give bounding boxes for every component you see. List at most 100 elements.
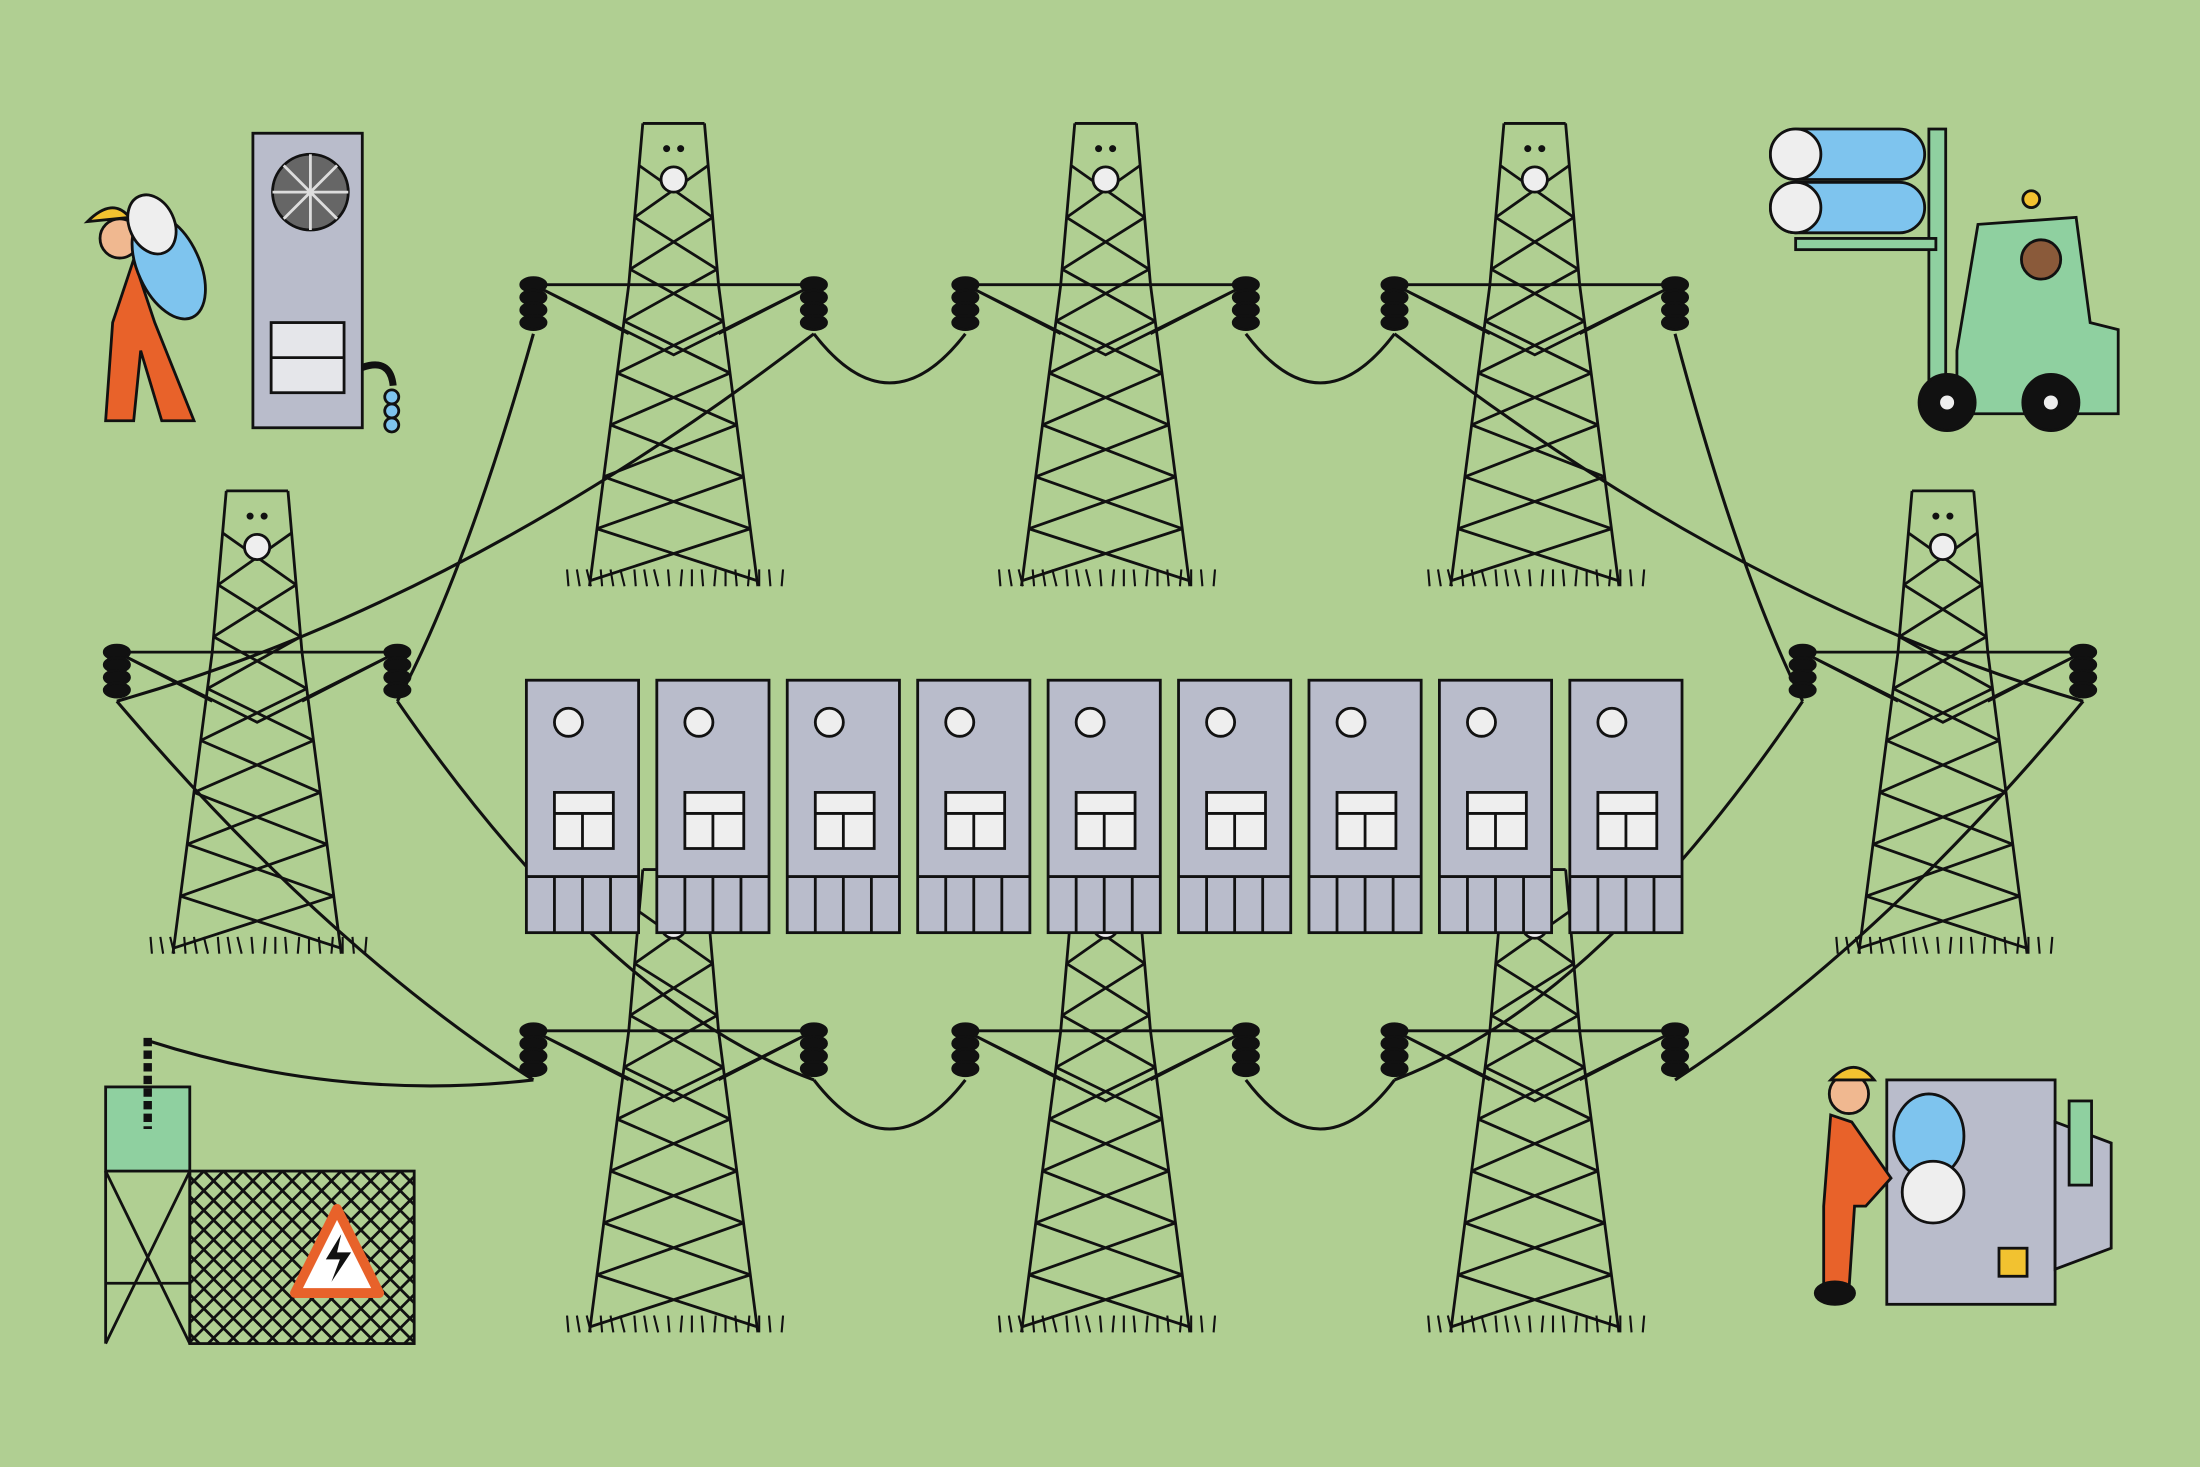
cabinet-vents xyxy=(787,812,900,933)
power-cable xyxy=(812,332,967,385)
tower-eye xyxy=(1109,145,1117,153)
insulator xyxy=(519,1060,548,1078)
insulator xyxy=(1231,314,1260,331)
cabinet-indicator xyxy=(1205,706,1237,738)
cabinet-indicator xyxy=(1335,706,1367,738)
transmission-tower-icon xyxy=(951,122,1260,587)
cabinet-vents xyxy=(526,812,639,933)
insulator xyxy=(799,314,828,331)
cabinet-vents xyxy=(1178,812,1291,933)
cabinet-panel xyxy=(1596,791,1659,850)
cabinet-vents xyxy=(917,812,1030,933)
tower-arm xyxy=(964,1029,1247,1103)
battery-cabinets xyxy=(524,678,1684,935)
cabinet-indicator xyxy=(1466,706,1497,738)
power-cable xyxy=(1244,332,1396,385)
cable-machine-icon xyxy=(1885,1078,2113,1306)
cabinet-indicator xyxy=(813,706,845,738)
insulator xyxy=(1788,681,1817,699)
tower-eye xyxy=(1524,145,1532,153)
battery-cabinet-icon xyxy=(1437,678,1554,935)
insulator xyxy=(951,314,980,331)
insulator xyxy=(1660,314,1690,331)
tower-face xyxy=(1091,165,1120,194)
cabinet-indicator xyxy=(553,706,584,738)
cabinet-vents xyxy=(1439,812,1552,933)
transmission-tower-icon xyxy=(519,122,828,587)
grass xyxy=(149,936,368,954)
battery-cabinet-icon xyxy=(916,678,1032,935)
tower-eye xyxy=(246,512,254,520)
power-cable xyxy=(147,1039,534,1088)
insulator xyxy=(1231,1060,1260,1078)
power-cable xyxy=(116,332,815,703)
cabinet-vents xyxy=(1048,812,1161,933)
cabinet-panel xyxy=(683,791,746,850)
insulator xyxy=(951,1060,980,1078)
power-cable xyxy=(115,700,535,1082)
tower-eye xyxy=(663,145,671,153)
tower-arm xyxy=(1393,283,1676,357)
grass xyxy=(997,569,1217,587)
transmission-tower-icon xyxy=(1380,868,1690,1333)
tower-eye xyxy=(677,145,685,153)
tower-eye xyxy=(1538,145,1546,153)
power-cable xyxy=(396,700,815,1082)
tower-eye xyxy=(1946,512,1954,520)
battery-cabinet-icon xyxy=(1568,678,1684,935)
battery-cabinet-icon xyxy=(1046,678,1162,935)
cabinet-vents xyxy=(656,812,770,933)
worker-icon xyxy=(83,193,207,423)
worker-icon xyxy=(1813,1065,1893,1306)
insulator xyxy=(1380,314,1409,331)
towers xyxy=(102,122,2098,1333)
insulator xyxy=(2069,681,2098,699)
tower-arm xyxy=(532,1029,815,1103)
transmission-tower-icon xyxy=(102,489,412,954)
battery-cabinet-icon xyxy=(785,678,901,935)
insulator xyxy=(383,681,412,699)
tower-arm xyxy=(1802,650,2084,724)
tower-eye xyxy=(260,512,268,520)
forklift-icon xyxy=(1768,127,2120,432)
insulator xyxy=(799,1060,828,1078)
battery-cabinet-icon xyxy=(1307,678,1423,935)
cabinet-indicator xyxy=(944,706,976,738)
tower-face xyxy=(243,532,272,561)
power-cable xyxy=(1674,700,2085,1082)
cabinet-vents xyxy=(1308,812,1422,933)
tower-face xyxy=(1928,532,1957,561)
grass xyxy=(566,569,785,587)
grass xyxy=(566,1315,785,1333)
cabinet-indicator xyxy=(1596,706,1628,738)
grass xyxy=(1427,1315,1646,1333)
power-cable xyxy=(812,1078,967,1131)
power-cables xyxy=(115,332,2085,1131)
power-cable xyxy=(1673,333,1805,702)
tower-eye xyxy=(1095,145,1103,153)
battery-cabinet-icon xyxy=(1177,678,1293,935)
battery-cabinet-icon xyxy=(524,678,640,935)
cabinet-vents xyxy=(1569,812,1683,933)
tower-eye xyxy=(1932,512,1940,520)
power-cable xyxy=(1393,700,1804,1082)
insulator xyxy=(1660,1060,1690,1078)
tower-arm xyxy=(532,283,815,357)
power-cable xyxy=(1393,332,2084,703)
air-conditioner-icon xyxy=(251,131,401,434)
transmission-tower-icon xyxy=(1380,122,1690,587)
insulator xyxy=(102,681,131,699)
grass xyxy=(1835,936,2054,954)
transmission-tower-icon xyxy=(951,868,1260,1333)
grass xyxy=(997,1315,1217,1333)
cabinet-indicator xyxy=(1074,706,1106,738)
tower-arm xyxy=(1393,1029,1676,1103)
insulator xyxy=(519,314,548,331)
tower-face xyxy=(659,165,688,194)
transmission-tower-icon xyxy=(1788,489,2098,954)
tower-arm xyxy=(116,650,398,724)
power-cable xyxy=(395,333,535,702)
battery-cabinet-icon xyxy=(655,678,771,935)
tower-arm xyxy=(964,283,1247,357)
